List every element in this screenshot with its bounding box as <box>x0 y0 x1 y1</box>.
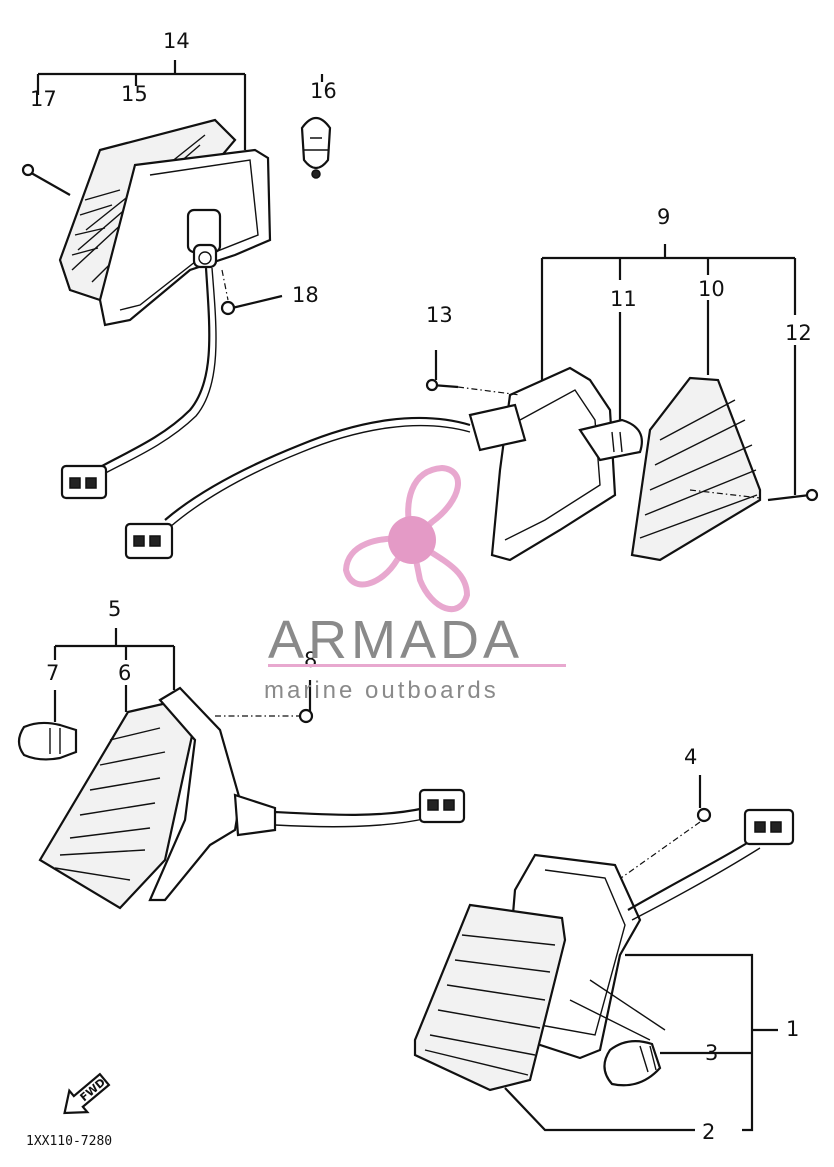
callout-1: 1 <box>786 1017 799 1041</box>
forward-arrow-icon: FWD <box>63 1072 111 1115</box>
callout-5: 5 <box>108 597 121 621</box>
watermark: ARMADA marine outboards <box>264 464 566 704</box>
callout-18: 18 <box>292 283 319 307</box>
callout-11: 11 <box>610 287 637 311</box>
callout-15: 15 <box>121 82 148 106</box>
callout-6: 6 <box>118 661 131 685</box>
callout-17: 17 <box>30 87 57 111</box>
brand-tagline: marine outboards <box>264 677 499 704</box>
callout-13: 13 <box>426 303 453 327</box>
callout-labels: 14 17 15 16 18 9 11 10 12 13 5 8 7 6 4 1… <box>26 29 812 1149</box>
assembly-1 <box>413 775 795 1132</box>
callout-7: 7 <box>46 661 59 685</box>
callout-2: 2 <box>702 1120 715 1144</box>
part-code: 1XX110-7280 <box>26 1134 112 1149</box>
assembly-9 <box>124 244 819 562</box>
callout-3: 3 <box>705 1041 718 1065</box>
callout-10: 10 <box>698 277 725 301</box>
assembly-14 <box>21 60 332 500</box>
brand-name: ARMADA <box>268 610 523 670</box>
callout-14: 14 <box>163 29 190 53</box>
callout-12: 12 <box>785 321 812 345</box>
propeller-icon <box>342 464 471 613</box>
assembly-5 <box>17 628 466 910</box>
callout-16: 16 <box>310 79 337 103</box>
callout-9: 9 <box>657 205 670 229</box>
callout-4: 4 <box>684 745 697 769</box>
